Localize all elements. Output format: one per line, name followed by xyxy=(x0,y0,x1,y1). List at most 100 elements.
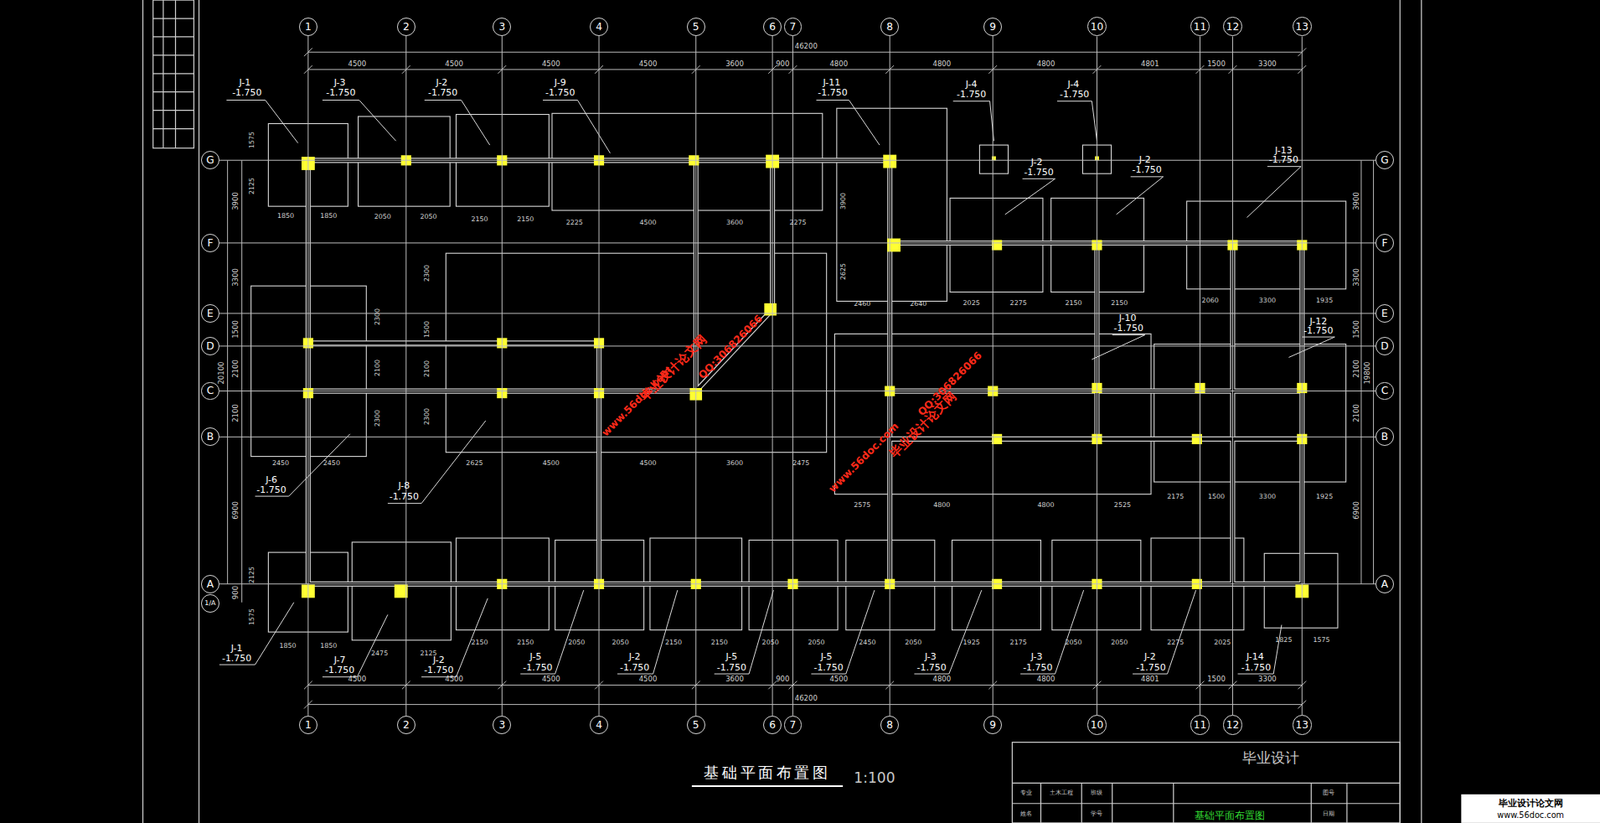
dimension-text: 2150 xyxy=(516,216,534,223)
axis-number: A xyxy=(206,578,214,589)
logo-ground xyxy=(1460,794,1600,823)
dimension-text: 4800 xyxy=(829,59,848,68)
dimension-text: 1850 xyxy=(320,212,337,220)
footing-callout: -1.750 xyxy=(956,90,986,100)
dimension-text: 2050 xyxy=(374,213,392,221)
dimension-text: 2050 xyxy=(762,639,780,646)
dimension-text: 4800 xyxy=(1037,59,1056,68)
watermark: www.56doc.com xyxy=(599,364,674,439)
frame-line xyxy=(1040,782,1042,823)
dimension-text: 4500 xyxy=(639,459,656,467)
dimension-text: 4500 xyxy=(347,59,367,68)
dimension-text: 1575 xyxy=(248,608,256,625)
axis-number: 9 xyxy=(989,719,997,730)
axis-bubble: 12 xyxy=(1223,714,1244,735)
axis-bubble: 11 xyxy=(1190,714,1211,735)
footing-callout: -1.750 xyxy=(1022,662,1053,672)
dimension-text: 2175 xyxy=(1166,493,1184,501)
dimension-text: 3300 xyxy=(1258,675,1277,683)
dimension-text: 1825 xyxy=(1274,636,1292,644)
footing-callout: -1.750 xyxy=(522,662,553,672)
drawing-title: 基础平面布置图 xyxy=(703,764,831,780)
axis-bubble: F xyxy=(1375,233,1394,253)
beam xyxy=(308,160,1302,584)
dimension-text: 2300 xyxy=(374,409,382,427)
axis-line xyxy=(1199,36,1201,715)
footing-callout: J-12 xyxy=(1309,316,1327,326)
axis-number: E xyxy=(1381,308,1389,319)
axis-number: C xyxy=(1381,385,1389,396)
axis-line xyxy=(792,36,794,716)
axis-bubble: B xyxy=(1375,427,1394,446)
leader-line xyxy=(255,420,486,504)
frame-line xyxy=(1011,802,1400,804)
dimension-text: 2640 xyxy=(909,300,927,308)
frame-line xyxy=(153,17,195,19)
dimension-text: 2060 xyxy=(1202,297,1219,305)
footing-callout: -1.750 xyxy=(232,87,262,98)
footing-callout: -1.750 xyxy=(1303,325,1333,336)
axis-bubble: 1/A xyxy=(201,593,220,613)
dimension-text: 4500 xyxy=(541,675,561,683)
dimension-text: 2300 xyxy=(374,308,382,326)
beam xyxy=(308,160,1302,584)
footing-callout: J-2 xyxy=(1031,157,1043,167)
dimension-text: 2275 xyxy=(1166,639,1184,646)
axis-bubble: C xyxy=(1375,381,1394,401)
axis-number: 1 xyxy=(304,21,312,32)
dimension-text: 4500 xyxy=(639,675,658,683)
axis-bubble: G xyxy=(201,150,220,170)
axis-line xyxy=(1301,36,1303,715)
column xyxy=(887,238,901,253)
axis-bubble: 13 xyxy=(1292,16,1313,37)
axis-bubble: F xyxy=(201,233,220,253)
footing-callout: -1.750 xyxy=(817,87,847,98)
dimension-text: 2275 xyxy=(789,219,807,227)
dimension-text: 3900 xyxy=(232,191,240,211)
dimension-text: 900 xyxy=(232,584,240,599)
footing-callout: -1.750 xyxy=(717,662,747,672)
dimension-text: 4500 xyxy=(444,675,464,683)
dimension-text: 2575 xyxy=(853,501,871,509)
footing-callout: J-8 xyxy=(397,480,410,491)
axis-number: 1 xyxy=(304,719,312,730)
dimension-text: 2150 xyxy=(1110,299,1128,307)
footing-callout: J-3 xyxy=(924,652,937,662)
dimension-text: 2050 xyxy=(420,213,438,221)
dimension-text: 2100 xyxy=(232,359,240,378)
axis-number: D xyxy=(206,340,214,351)
footing-callout: -1.750 xyxy=(325,87,356,98)
dimension-text: 19800 xyxy=(1363,361,1372,384)
axis-number: 7 xyxy=(789,21,797,32)
dimension-text: 3600 xyxy=(725,59,744,68)
column xyxy=(301,154,1309,599)
frame-line xyxy=(1011,782,1400,784)
footing-outline xyxy=(1154,344,1347,482)
footing-callout: J-2 xyxy=(436,77,449,88)
frame-line xyxy=(1011,742,1400,823)
axis-number: 3 xyxy=(498,21,506,32)
watermark: 毕业设计论文网 xyxy=(887,388,960,460)
axis-number: 4 xyxy=(595,719,603,730)
dimension-text: 2475 xyxy=(792,459,810,467)
dimension-text: 2050 xyxy=(1110,639,1128,646)
axis-number: 12 xyxy=(1226,719,1240,730)
dimension-text: 4500 xyxy=(639,219,656,227)
axis-bubble: 7 xyxy=(784,17,803,37)
dimension-text: 2625 xyxy=(465,459,483,467)
axis-number: F xyxy=(206,237,213,248)
axis-line xyxy=(501,36,503,716)
dimension-text: 2050 xyxy=(612,639,630,646)
footing-callout: J-2 xyxy=(1144,652,1157,662)
dimension-text: 2125 xyxy=(248,566,256,584)
axis-number: 3 xyxy=(498,719,506,730)
footing-callout: J-2 xyxy=(1139,155,1151,166)
title-underline xyxy=(691,784,843,787)
footing-callout: J-10 xyxy=(1119,314,1137,324)
axis-bubble: 8 xyxy=(880,17,899,37)
watermark: QQ:306826066 xyxy=(916,350,985,419)
title-block-text: 毕业设计论文网 xyxy=(1498,798,1564,808)
footing-callout: J-5 xyxy=(530,652,542,662)
axis-bubble: 5 xyxy=(686,17,706,37)
dimension-text: 4800 xyxy=(932,675,951,683)
